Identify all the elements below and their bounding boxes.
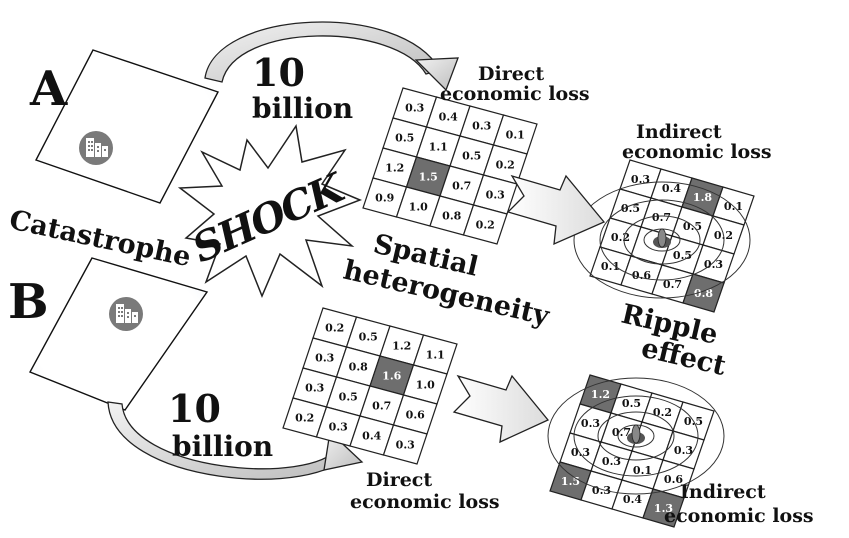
grid-cell-value: 0.5 [462,150,481,163]
grid-cell-value: 0.7 [452,180,471,193]
grid-cell-value: 0.2 [496,159,515,172]
indirect-loss-grid-a: 0.30.41.80.10.50.70.50.20.20.50.30.10.60… [589,159,755,313]
grid-cell-value: 0.4 [623,493,642,506]
grid-cell-value: 0.2 [653,406,672,419]
grid-cell-value: 0.6 [406,409,425,422]
indirect-loss-grid-b: 1.20.50.20.50.30.70.30.30.30.10.61.50.30… [549,374,715,528]
grid-cell-value: 0.1 [633,464,652,477]
grid-cell [382,424,428,465]
grid-cell-value: 0.7 [663,278,682,291]
grid-cell [462,204,508,245]
grid-cell-value: 0.8 [349,361,368,374]
grid-cell-highlight [682,273,725,313]
grid-cell-value: 0.2 [611,231,630,244]
region-b-amount-number: 10 [168,386,221,431]
direct-loss-label-a-line2: economic loss [440,83,590,105]
grid-cell-value: 0.4 [439,111,458,124]
grid-cell-value: 0.8 [442,210,461,223]
grid-cell-value: 0.3 [674,444,693,457]
grid-cell-value: 1.1 [429,141,448,154]
grid-cell-value: 0.2 [325,322,344,335]
grid-cell-value: 0.3 [571,446,590,459]
shock-burst: SHOCK [177,124,363,298]
grid-cell-value: 0.3 [602,455,621,468]
region-a-amount-unit: billion [252,92,353,125]
grid-cell-value: 1.2 [591,388,610,401]
curved-arrow-a [204,21,459,92]
grid-cell-value: 0.7 [612,426,631,439]
region-b-card [29,257,209,411]
grid-cell-value: 0.8 [694,287,713,300]
grid-cell-value: 0.3 [396,439,415,452]
grid-cell-value: 0.7 [652,211,671,224]
building-icon [79,131,113,165]
grid-cell-value: 0.9 [375,192,394,205]
grid-cell-value: 0.3 [405,102,424,115]
grid-cell-value: 0.5 [621,202,640,215]
region-a-letter: A [29,61,68,117]
grid-cell-value: 0.2 [476,219,495,232]
grid-cell-value: 0.6 [632,269,651,282]
region-a-card [35,49,220,204]
grid-cell-value: 0.3 [704,258,723,271]
direct-loss-label-b-line1: Direct [366,469,432,491]
indirect-loss-label-a-line1: Indirect [636,121,722,143]
grid-cell-value: 0.2 [295,412,314,425]
epicenter-icon [627,424,645,444]
building-icon [109,297,143,331]
grid-cell-value: 0.4 [662,182,681,195]
direct-loss-label-b-line2: economic loss [350,491,500,513]
grid-cell-value: 0.7 [372,400,391,413]
ripple-rings-b [547,377,725,495]
direct-loss-grid-a: 0.3 0.4 0.3 0.1 0.5 1.1 0.5 0.2 1.2 1.5 0.7 0.3 0.9 1… [362,87,538,245]
ripple-rings-a [573,181,751,299]
region-b-amount-unit: billion [172,430,273,463]
grid-cell-value: 1.0 [409,201,428,214]
grid-cell-value: 0.4 [362,430,381,443]
flow-arrow-a [506,174,606,246]
grid-cell-value: 1.1 [426,349,445,362]
grid-cell-value: 0.3 [581,417,600,430]
epicenter-icon [653,228,671,248]
grid-cell-value: 0.5 [339,391,358,404]
grid-cell-value: 0.5 [673,249,692,262]
grid-cell-value: 0.1 [506,129,525,142]
region-a-amount-number: 10 [252,50,305,95]
region-b-letter: B [8,274,49,330]
grid-cell-value: 0.5 [359,331,378,344]
grid-cell-value: 0.5 [395,132,414,145]
grid-cell-value: 1.2 [385,162,404,175]
flow-arrow-b [452,374,550,444]
grid-cell-value: 0.5 [683,220,702,233]
grid-cell-value: 1.2 [392,340,411,353]
indirect-loss-label-b-line2: economic loss [664,505,814,527]
grid-cell-value: 1.6 [382,370,401,383]
direct-loss-label-a-line1: Direct [478,63,544,85]
grid-cell-value: 0.3 [472,120,491,133]
grid-cell-value: 0.3 [305,382,324,395]
grid-cell-value: 1.5 [561,475,580,488]
grid-cell-value: 0.3 [329,421,348,434]
grid-cell-value: 0.3 [592,484,611,497]
grid-cell-value: 1.5 [419,171,438,184]
grid-cell-value: 1.3 [654,502,673,515]
indirect-loss-label-b-line1: Indirect [680,481,766,503]
direct-loss-grid-b: 0.2 0.5 1.2 1.1 0.3 0.8 1.6 1.0 0.3 0.5 0.7 0.6 0.2 0… [282,307,458,465]
indirect-loss-label-a-line2: economic loss [622,141,772,163]
grid-cell-highlight [642,488,685,528]
grid-cell-value: 0.6 [664,473,683,486]
grid-cell-value: 0.3 [486,189,505,202]
grid-cell-value: 0.1 [601,260,620,273]
grid-cell-value: 0.3 [315,352,334,365]
grid-cell-value: 1.0 [416,379,435,392]
grid-cell-value: 1.8 [693,191,712,204]
grid-cell-value: 0.5 [622,397,641,410]
